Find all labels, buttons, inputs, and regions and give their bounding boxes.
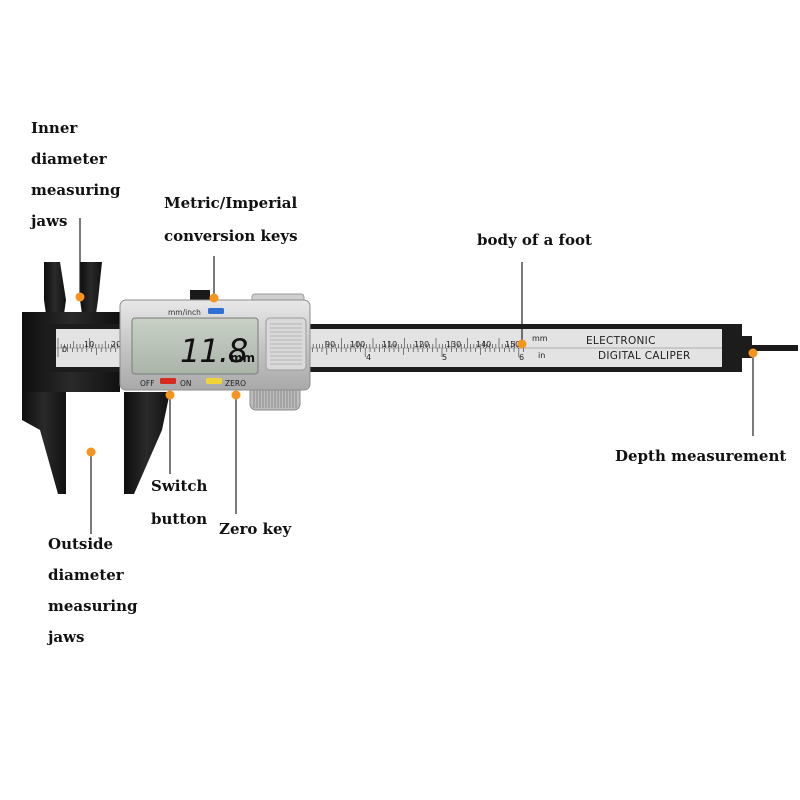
- callout-body-of-foot: body of a foot: [477, 225, 592, 256]
- callout-conversion-line-2: conversion keys: [164, 227, 298, 245]
- inch-digit-4: 4: [366, 353, 371, 362]
- callout-switch-line-2: button: [151, 510, 208, 528]
- scale-number-150: 150: [505, 340, 520, 349]
- depth-rod: [740, 345, 798, 351]
- callout-outside-line-4: jaws: [48, 628, 85, 646]
- callout-switch-line-1: Switch: [151, 477, 208, 495]
- callout-zero-text: Zero key: [219, 520, 292, 538]
- callout-inner-jaws-line-4: jaws: [31, 212, 68, 230]
- scale-number-0: 0: [62, 345, 67, 354]
- callout-inner-jaws: Inner diameter measuring jaws: [31, 113, 120, 237]
- callout-conversion-keys: Metric/Imperial conversion keys: [164, 187, 298, 253]
- lcd-reading: 11.8: [180, 332, 247, 370]
- scale-number-140: 140: [476, 340, 491, 349]
- inner-jaws-marker: [75, 292, 85, 302]
- off-label: OFF: [140, 379, 155, 388]
- on-label: ON: [180, 379, 192, 388]
- depth-marker: [748, 348, 758, 358]
- callout-outside-line-1: Outside: [48, 535, 114, 553]
- zero-button[interactable]: [206, 378, 222, 384]
- callout-zero-key: Zero key: [219, 514, 291, 545]
- zero-marker: [231, 390, 241, 400]
- unit-key-label: mm/inch: [168, 308, 201, 317]
- callout-inner-jaws-line-2: diameter: [31, 150, 107, 168]
- callout-depth: Depth measurement: [615, 441, 786, 472]
- scale-ticks: [57, 338, 524, 357]
- mm-unit-label: mm: [532, 334, 548, 343]
- outside-jaws-marker: [86, 447, 96, 457]
- inch-digit-6: 6: [519, 353, 524, 362]
- callout-depth-text: Depth measurement: [615, 447, 787, 465]
- slider-jaw: 11.8 mm mm/inch OFF ON ZERO: [119, 290, 311, 494]
- inch-unit-label: in: [538, 351, 545, 360]
- zero-label: ZERO: [225, 379, 246, 388]
- callout-conversion-line-1: Metric/Imperial: [164, 194, 298, 212]
- callout-inner-jaws-line-3: measuring: [31, 181, 121, 199]
- callout-switch-button: Switch button: [151, 470, 207, 536]
- scale-number-10: 10: [84, 340, 94, 349]
- switch-marker: [165, 390, 175, 400]
- callout-inner-jaws-line-1: Inner: [31, 119, 78, 137]
- mm-inch-button[interactable]: [208, 308, 224, 314]
- callout-outside-line-3: measuring: [48, 597, 138, 615]
- body-marker: [517, 339, 527, 349]
- brand-line-1: ELECTRONIC: [586, 335, 656, 347]
- fixed-jaw: [22, 262, 120, 494]
- brand-line-2: DIGITAL CALIPER: [598, 350, 691, 362]
- inch-digit-5: 5: [442, 353, 447, 362]
- scale-number-100: 100: [350, 340, 365, 349]
- scale-number-130: 130: [446, 340, 461, 349]
- callout-outside-jaws: Outside diameter measuring jaws: [48, 529, 137, 653]
- conversion-keys-marker: [209, 293, 219, 303]
- scale-number-110: 110: [382, 340, 397, 349]
- lcd-screen: [131, 317, 259, 375]
- callout-outside-line-2: diameter: [48, 566, 124, 584]
- scale-number-120: 120: [414, 340, 429, 349]
- callout-body-text: body of a foot: [477, 231, 592, 249]
- scale-number-90: 90: [325, 340, 335, 349]
- lcd-unit: mm: [230, 351, 255, 365]
- on-off-button[interactable]: [160, 378, 176, 384]
- scale-number-20: 20: [111, 340, 121, 349]
- callout-dots: [75, 292, 758, 457]
- leader-lines: [79, 218, 754, 534]
